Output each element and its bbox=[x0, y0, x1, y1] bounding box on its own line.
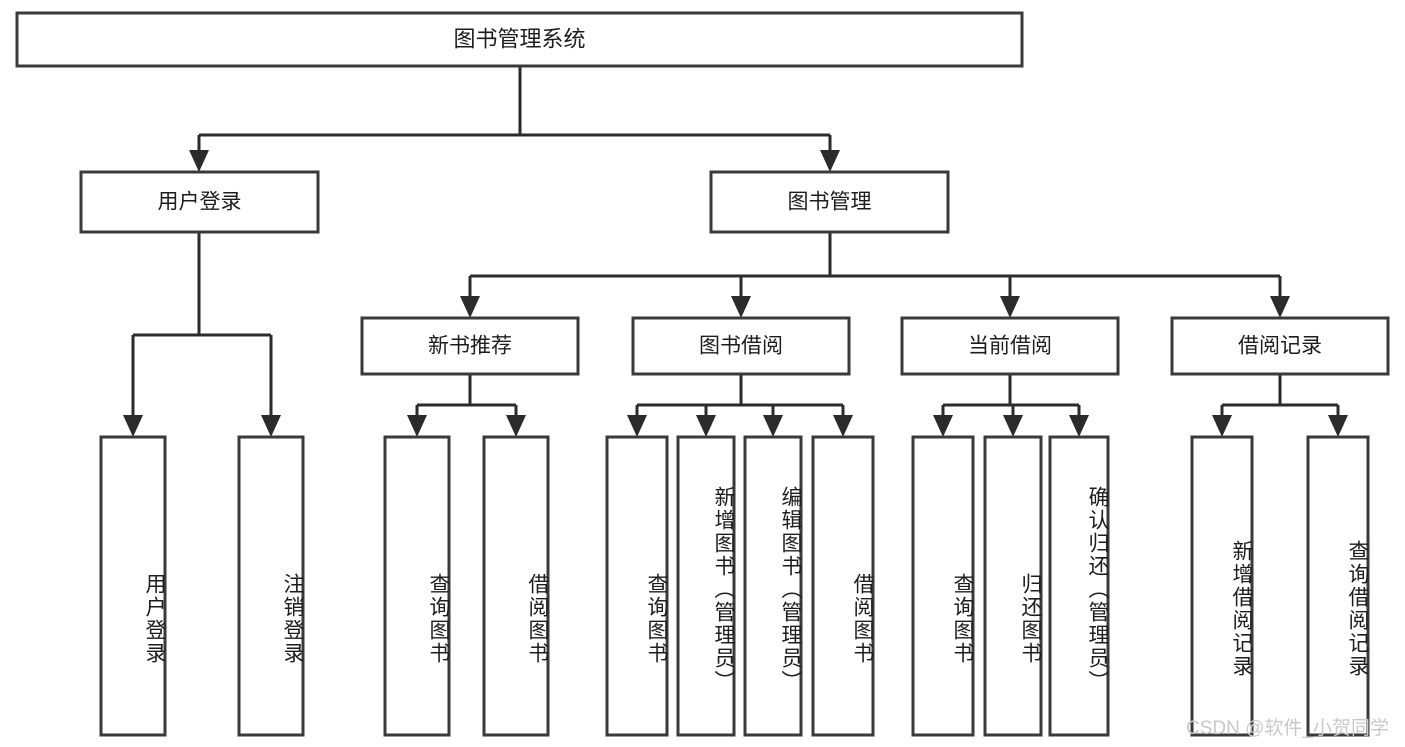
node-box-l3-3[interactable] bbox=[1170, 316, 1390, 376]
arrow-head-icon bbox=[460, 296, 480, 318]
node-box-l2-1[interactable] bbox=[709, 170, 950, 234]
node-box-leaf-6[interactable] bbox=[743, 435, 803, 737]
node-box-leaf-7[interactable] bbox=[811, 435, 875, 737]
arrow-head-icon bbox=[261, 415, 281, 437]
arrow-head-icon bbox=[1328, 415, 1348, 437]
node-label-l2-1: 图书管理 bbox=[788, 191, 872, 214]
arrow-head-icon bbox=[763, 415, 783, 437]
node-label-root: 图书管理系统 bbox=[453, 26, 585, 51]
arrow-head-icon bbox=[696, 415, 716, 437]
arrow-head-icon bbox=[1212, 415, 1232, 437]
arrow-head-icon bbox=[1270, 296, 1290, 318]
arrow-head-icon bbox=[820, 150, 840, 172]
arrow-head-icon bbox=[189, 150, 209, 172]
node-box-leaf-5[interactable] bbox=[676, 435, 736, 737]
node-box-leaf-10[interactable] bbox=[1048, 435, 1110, 737]
connector-group bbox=[933, 374, 1089, 437]
node-box-leaf-2[interactable] bbox=[383, 435, 451, 737]
node-box-leaf-1[interactable] bbox=[237, 435, 305, 737]
watermark-credit: CSDN @软件_小贺同学 bbox=[1186, 718, 1389, 739]
node-box-leaf-0[interactable] bbox=[99, 435, 167, 737]
node-label-l3-2: 当前借阅 bbox=[968, 335, 1052, 358]
node-box-root[interactable] bbox=[15, 11, 1024, 68]
arrow-head-icon bbox=[407, 415, 427, 437]
node-box-layer bbox=[15, 11, 1390, 737]
node-label-l3-1: 图书借阅 bbox=[699, 335, 783, 358]
node-label-l2-0: 用户登录 bbox=[158, 191, 242, 214]
arrow-head-icon bbox=[1003, 415, 1023, 437]
connector-group bbox=[189, 66, 840, 172]
arrow-head-icon bbox=[506, 415, 526, 437]
node-box-l3-1[interactable] bbox=[631, 316, 851, 376]
connector-group bbox=[1212, 374, 1348, 437]
connector-group bbox=[460, 232, 1290, 318]
arrow-head-icon bbox=[933, 415, 953, 437]
node-box-l3-2[interactable] bbox=[900, 316, 1120, 376]
node-box-leaf-11[interactable] bbox=[1190, 435, 1254, 737]
arrow-head-icon bbox=[1069, 415, 1089, 437]
node-label-l3-0: 新书推荐 bbox=[428, 335, 512, 358]
node-box-leaf-4[interactable] bbox=[605, 435, 669, 737]
node-box-l2-0[interactable] bbox=[79, 170, 320, 234]
connector-group bbox=[627, 374, 853, 437]
node-box-leaf-8[interactable] bbox=[911, 435, 975, 737]
node-label-l3-3: 借阅记录 bbox=[1238, 335, 1322, 358]
node-box-leaf-3[interactable] bbox=[482, 435, 550, 737]
connector-group bbox=[407, 374, 526, 437]
connector-layer bbox=[123, 66, 1348, 437]
arrow-head-icon bbox=[123, 415, 143, 437]
arrow-head-icon bbox=[627, 415, 647, 437]
node-box-l3-0[interactable] bbox=[360, 316, 580, 376]
arrow-head-icon bbox=[1000, 296, 1020, 318]
arrow-head-icon bbox=[833, 415, 853, 437]
node-box-leaf-9[interactable] bbox=[983, 435, 1043, 737]
connector-group bbox=[123, 232, 281, 437]
node-box-leaf-12[interactable] bbox=[1306, 435, 1370, 737]
arrow-head-icon bbox=[731, 296, 751, 318]
